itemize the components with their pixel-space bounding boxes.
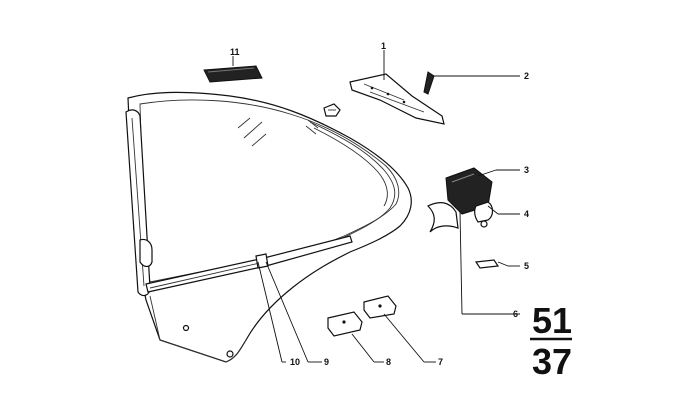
upper-seal-strip: [305, 119, 319, 135]
callout-3: 3: [524, 165, 529, 175]
quarter-window-assembly: [125, 91, 412, 363]
window-frame-outline: [127, 91, 412, 363]
seal-channel-inner: [313, 127, 388, 207]
callout-6: 6: [513, 309, 518, 319]
group-number-sub: 37: [532, 341, 572, 382]
part-4-knob: [474, 201, 494, 223]
seal-channel: [309, 121, 396, 241]
part-6-bracket: [426, 202, 459, 233]
callout-2: 2: [524, 71, 529, 81]
leader-9: [265, 261, 309, 363]
lower-panel-edge: [149, 295, 247, 363]
post-knob: [139, 238, 153, 268]
callout-4: 4: [524, 209, 529, 219]
callout-9: 9: [324, 357, 329, 367]
callout-5: 5: [524, 261, 529, 271]
panel-hole-2: [226, 350, 234, 358]
callout-1: 1: [381, 41, 386, 51]
latch-assembly: [426, 167, 520, 315]
callout-11: 11: [230, 47, 240, 57]
part-11-strip: [203, 56, 263, 83]
callout-10: 10: [290, 357, 300, 367]
part-1-trim-panel: [349, 50, 445, 125]
upper-small-clip: [323, 103, 341, 117]
callout-7: 7: [438, 357, 443, 367]
part-2-screw: [423, 71, 520, 95]
part-7-block: [363, 295, 436, 363]
belt-clip: [255, 253, 269, 269]
callout-8: 8: [386, 357, 391, 367]
part-5-clip: [474, 259, 520, 269]
group-number-main: 51: [532, 300, 572, 341]
glass-reflection: [237, 117, 267, 147]
part-8-block: [327, 311, 384, 363]
leader-10: [257, 261, 283, 363]
panel-hole-1: [182, 324, 190, 332]
